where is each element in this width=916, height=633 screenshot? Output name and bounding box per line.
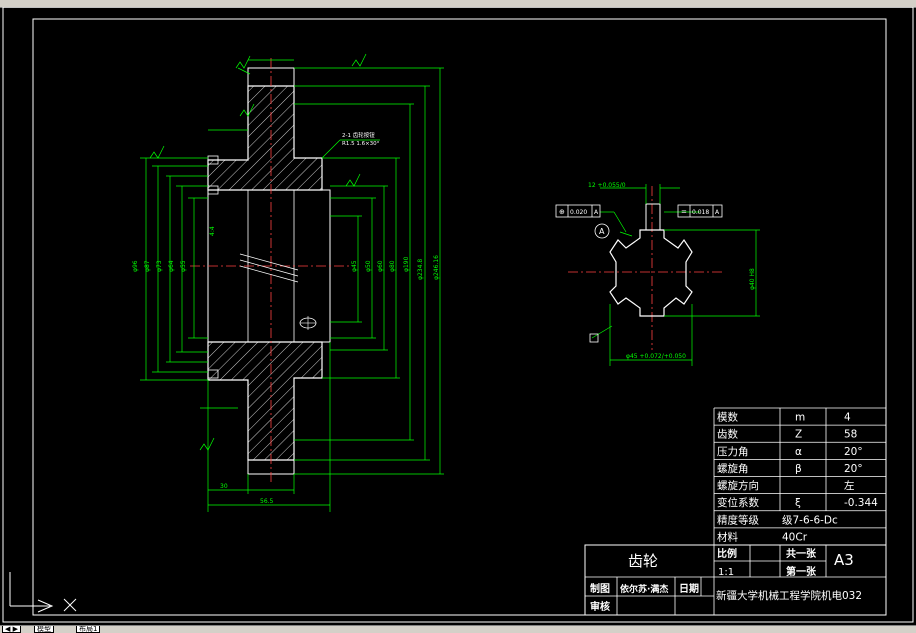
svg-text:4:4: 4:4 bbox=[209, 226, 216, 236]
param-label: 模数 bbox=[717, 411, 738, 424]
svg-text:A: A bbox=[599, 227, 605, 236]
param-value: 左 bbox=[844, 479, 855, 492]
tolerance-frame-right: = 0.018 A bbox=[677, 204, 723, 218]
dimension-texts: φ96 φ87 φ73 φ64 φ55 φ45 φ50 φ60 φ80 φ190… bbox=[132, 226, 440, 505]
param-symbol: ξ bbox=[795, 497, 801, 509]
svg-text:1:1: 1:1 bbox=[718, 567, 734, 578]
dimension-lines bbox=[140, 53, 444, 512]
ucs-icon bbox=[9, 572, 77, 613]
param-label: 螺旋角 bbox=[717, 462, 749, 475]
svg-text:制图: 制图 bbox=[590, 582, 610, 595]
svg-text:⊕: ⊕ bbox=[559, 208, 565, 216]
part-name: 齿轮 bbox=[628, 552, 658, 570]
svg-text:R1.5 1.6×30°: R1.5 1.6×30° bbox=[342, 141, 380, 147]
svg-text:=: = bbox=[681, 208, 687, 216]
svg-text:φ64: φ64 bbox=[168, 260, 175, 272]
svg-text:0.018: 0.018 bbox=[692, 209, 709, 216]
svg-text:比例: 比例 bbox=[717, 547, 737, 560]
datum-flag bbox=[589, 333, 599, 343]
svg-text:φ190: φ190 bbox=[403, 256, 410, 272]
svg-text:φ80: φ80 bbox=[389, 260, 396, 272]
svg-text:审核: 审核 bbox=[590, 600, 610, 613]
param-label: 变位系数 bbox=[717, 496, 759, 509]
keyway bbox=[645, 203, 661, 231]
title-block: 齿轮 比例 1:1 共一张 第一张 A3 制图 依尔苏·满杰 日期 审核 新疆大… bbox=[584, 544, 887, 616]
drawing-canvas[interactable]: φ96 φ87 φ73 φ64 φ55 φ45 φ50 φ60 φ80 φ190… bbox=[0, 7, 916, 625]
param-label: 压力角 bbox=[717, 445, 749, 458]
spline-dim-texts: 12 +0.055/0 φ45 +0.072/+0.050 φ40 H8 bbox=[588, 182, 756, 360]
tolerance-frame-left: ⊕ 0.020 A bbox=[555, 204, 601, 218]
school-name: 新疆大学机械工程学院机电032 bbox=[716, 589, 862, 602]
param-symbol: β bbox=[795, 463, 802, 475]
gear-section-view bbox=[190, 58, 350, 482]
svg-text:日期: 日期 bbox=[679, 582, 699, 595]
param-symbol: α bbox=[795, 446, 802, 458]
svg-text:依尔苏·满杰: 依尔苏·满杰 bbox=[620, 583, 668, 595]
datum-a-symbol: A bbox=[594, 223, 610, 239]
svg-text:φ55: φ55 bbox=[180, 260, 187, 272]
spline-dims bbox=[591, 184, 760, 366]
svg-text:第一张: 第一张 bbox=[786, 565, 817, 578]
svg-text:φ45: φ45 bbox=[351, 260, 358, 272]
param-value: -0.344 bbox=[844, 497, 878, 509]
param-label: 精度等级 bbox=[717, 513, 759, 526]
svg-text:φ246.16: φ246.16 bbox=[433, 255, 440, 280]
chamfer-note: 2-1 齿轮按钮 R1.5 1.6×30° bbox=[342, 131, 380, 147]
param-value: 20° bbox=[844, 446, 863, 458]
param-label: 螺旋方向 bbox=[717, 479, 759, 492]
svg-text:φ50: φ50 bbox=[365, 260, 372, 272]
svg-text:A: A bbox=[594, 209, 599, 216]
svg-text:12 +0.055/0: 12 +0.055/0 bbox=[588, 182, 626, 189]
hatch-lower-section bbox=[207, 341, 323, 461]
svg-text:2-1 齿轮按钮: 2-1 齿轮按钮 bbox=[342, 131, 375, 139]
param-symbol: Z bbox=[795, 429, 802, 441]
svg-text:56.5: 56.5 bbox=[260, 498, 274, 505]
param-label: 材料 bbox=[717, 530, 738, 543]
param-value: 20° bbox=[844, 463, 863, 475]
param-value: 4 bbox=[844, 412, 851, 424]
svg-text:φ87: φ87 bbox=[144, 260, 151, 272]
hatch-upper-section bbox=[207, 85, 323, 191]
param-label: 齿数 bbox=[717, 428, 738, 441]
svg-text:φ40 H8: φ40 H8 bbox=[749, 268, 756, 290]
svg-text:φ60: φ60 bbox=[377, 260, 384, 272]
svg-text:0.020: 0.020 bbox=[570, 209, 587, 216]
outer-frame bbox=[2, 7, 914, 623]
param-value: 40Cr bbox=[782, 531, 808, 543]
svg-text:φ96: φ96 bbox=[132, 260, 139, 272]
param-value: 级7-6-6-Dc bbox=[782, 514, 838, 526]
svg-text:φ234.8: φ234.8 bbox=[417, 259, 424, 280]
svg-text:φ73: φ73 bbox=[156, 260, 163, 272]
spline-profile bbox=[609, 229, 693, 317]
svg-text:共一张: 共一张 bbox=[786, 547, 817, 560]
svg-text:30: 30 bbox=[220, 483, 228, 490]
svg-text:A: A bbox=[715, 209, 720, 216]
param-value: 58 bbox=[844, 429, 857, 441]
param-symbol: m bbox=[795, 412, 805, 424]
inner-frame bbox=[32, 18, 887, 616]
svg-text:φ45 +0.072/+0.050: φ45 +0.072/+0.050 bbox=[626, 353, 686, 360]
paper-size: A3 bbox=[834, 551, 854, 569]
